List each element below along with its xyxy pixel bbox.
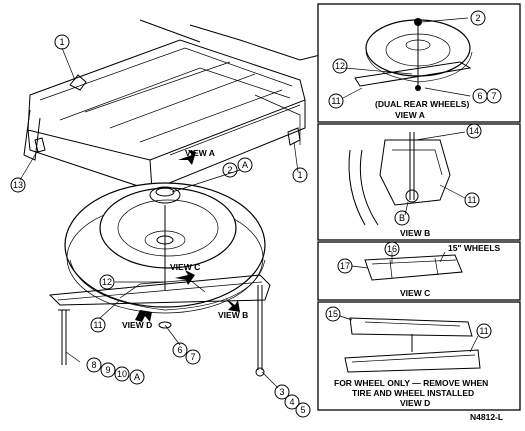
bolt-right [255, 285, 265, 377]
callout-7-main: 7 [185, 349, 201, 365]
callout-15: 15 [325, 306, 341, 322]
bracket-1-left [69, 74, 87, 91]
washer-6 [158, 321, 172, 329]
callout-text: A [134, 372, 140, 382]
frame-assembly [23, 19, 321, 191]
view-b-arrow [225, 298, 240, 312]
panel-a-view: VIEW A [395, 110, 425, 120]
callout-16: 16 [384, 241, 400, 257]
view-a-label: VIEW A [185, 148, 215, 158]
callout-text: 13 [13, 180, 23, 190]
callout-text: 12 [335, 61, 345, 71]
figure-id: N4812-L [470, 412, 503, 422]
panel-c-view: VIEW C [400, 288, 430, 298]
callout-text: 9 [105, 365, 110, 375]
callout-11-main: 11 [90, 317, 106, 333]
callout-1-top: 1 [54, 34, 70, 50]
callout-a-bottom: A [129, 369, 145, 385]
callout-text: 1 [59, 37, 64, 47]
panel-view-d: 15 11 FOR WHEEL ONLY — REMOVE WHEN TIRE … [317, 301, 521, 411]
callout-1-right: 1 [292, 167, 308, 183]
view-b-label: VIEW B [218, 310, 248, 320]
callout-text: 6 [477, 91, 482, 101]
callout-2-main: 2 [222, 162, 238, 178]
callout-12-a: 12 [332, 58, 348, 74]
callout-11-a: 11 [328, 93, 344, 109]
hub-nut [149, 186, 181, 290]
callout-3: 3 [274, 384, 290, 400]
callout-text: 5 [300, 405, 305, 415]
callout-text: 11 [479, 326, 488, 336]
panel-view-a: 2 12 11 6 7 (DUAL REAR WHEELS) VIEW A [317, 3, 521, 123]
panel-b-view: VIEW B [400, 228, 430, 238]
panel-d-note-1: FOR WHEEL ONLY — REMOVE WHEN [334, 378, 488, 388]
callout-2-a: 2 [470, 10, 486, 26]
callout-text: 1 [297, 170, 302, 180]
callout-6-main: 6 [172, 342, 188, 358]
panel-d-note-2: TIRE AND WHEEL INSTALLED [352, 388, 474, 398]
callout-text: 15 [328, 309, 338, 319]
callout-text: 16 [387, 244, 397, 254]
callout-text: 3 [279, 387, 284, 397]
callout-text: 12 [102, 277, 112, 287]
callout-9: 9 [100, 362, 116, 378]
panel-a-caption: (DUAL REAR WHEELS) [375, 99, 469, 109]
bracket-1-right [287, 127, 301, 146]
callout-text: 2 [475, 13, 480, 23]
callout-text: 14 [469, 126, 479, 136]
callout-17: 17 [337, 258, 353, 274]
callout-text: 11 [331, 96, 340, 106]
callout-a-main: A [237, 157, 253, 173]
view-c-label: VIEW C [170, 262, 200, 272]
callout-text: A [242, 160, 248, 170]
callout-text: 7 [491, 91, 496, 101]
view-c-arrow [175, 270, 195, 285]
panel-d-view: VIEW D [400, 398, 430, 408]
callout-b-b: B [394, 210, 410, 226]
panel-view-c: 16 17 15" WHEELS VIEW C [317, 241, 521, 301]
callout-text: 8 [91, 360, 96, 370]
callout-text: B [399, 213, 405, 223]
bracket-13 [34, 137, 46, 153]
callout-7-a: 7 [486, 88, 502, 104]
bolt-left [58, 309, 70, 365]
callout-4: 4 [284, 394, 300, 410]
callout-11-b: 11 [464, 192, 480, 208]
callout-13: 13 [10, 177, 26, 193]
callout-text: 11 [467, 195, 476, 205]
callout-5: 5 [295, 402, 311, 418]
view-d-arrow [135, 310, 152, 322]
callout-12-main: 12 [99, 274, 115, 290]
callout-text: 11 [93, 320, 102, 330]
view-d-label: VIEW D [122, 320, 152, 330]
panel-view-b: 14 11 B VIEW B [317, 123, 521, 241]
callout-8: 8 [86, 357, 102, 373]
panel-c-note: 15" WHEELS [448, 243, 501, 253]
callout-text: 7 [190, 352, 195, 362]
leader-lines [19, 47, 299, 389]
callout-text: 17 [340, 261, 350, 271]
callout-text: 10 [117, 369, 127, 379]
callout-text: 2 [227, 165, 232, 175]
callout-10: 10 [114, 366, 130, 382]
callout-11-d: 11 [476, 323, 492, 339]
callout-14: 14 [466, 123, 482, 139]
callout-text: 4 [289, 397, 294, 407]
view-a-arrow [178, 150, 196, 165]
callout-text: 6 [177, 345, 182, 355]
